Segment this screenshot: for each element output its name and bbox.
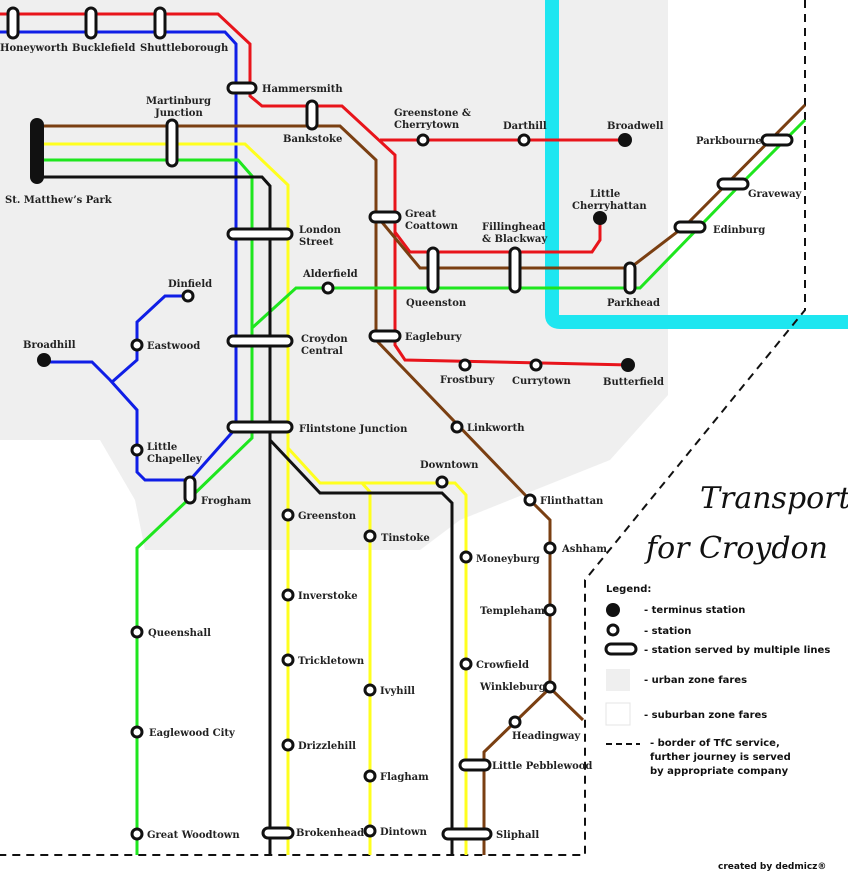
blue-line <box>0 30 238 482</box>
label-bankstoke: Bankstoke <box>283 134 342 145</box>
st-matthews-terminus[interactable] <box>30 118 44 184</box>
label-queenston: Queenston <box>406 298 467 309</box>
label-eaglewood-city: Eaglewood City <box>149 728 236 739</box>
label-tinstoke: Tinstoke <box>381 533 430 544</box>
label-ivyhill: Ivyhill <box>380 686 415 697</box>
legend-urban: - urban zone fares <box>644 675 747 686</box>
label-drizzlehill: Drizzlehill <box>298 741 356 752</box>
legend-multi: - station served by multiple lines <box>644 645 830 656</box>
map-title-line-1: Transport <box>700 481 848 516</box>
service-border <box>0 0 806 856</box>
label-broadwell: Broadwell <box>607 121 664 132</box>
label-st-matthews: St. Matthew’s Park <box>5 195 113 206</box>
river <box>545 0 848 329</box>
label-great-woodtown: Great Woodtown <box>147 830 240 841</box>
label-frogham: Frogham <box>201 496 252 507</box>
legend-multi-icon <box>604 642 638 656</box>
station-markers[interactable] <box>130 133 557 841</box>
legend-station: - station <box>644 626 691 637</box>
little-cherryhattan-terminus[interactable] <box>593 211 607 225</box>
legend-terminus: - terminus station <box>644 605 745 616</box>
label-parkbourne: Parkbourne <box>696 136 762 147</box>
label-little-pebblewood: Little Pebblewood <box>492 761 592 772</box>
map-title-line-2: for Croydon <box>644 531 828 566</box>
label-butterfield: Butterfield <box>603 377 664 388</box>
legend-border-1: - border of TfC service, <box>650 738 780 749</box>
label-hammersmith: Hammersmith <box>262 84 343 95</box>
label-darthill: Darthill <box>503 121 547 132</box>
label-trickletown: Trickletown <box>298 656 365 667</box>
label-edinburg: Edinburg <box>713 225 765 236</box>
label-ashham: Ashham <box>561 544 607 555</box>
legend-suburban-swatch <box>605 702 631 726</box>
black-line <box>37 175 454 855</box>
label-little-chapelley-2: Chapelley <box>147 454 203 465</box>
label-little-cherryhattan-2: Cherryhattan <box>572 201 647 212</box>
legend-urban-swatch <box>606 669 630 691</box>
label-fillinghead-2: & Blackway <box>482 234 548 245</box>
label-croydon-central-1: Croydon <box>301 334 348 345</box>
label-crowfield: Crowfield <box>476 660 529 671</box>
label-winkleburg: Winkleburg <box>479 682 546 693</box>
label-moneyburg: Moneyburg <box>476 554 540 565</box>
label-little-chapelley-1: Little <box>147 442 177 453</box>
label-greenstone-1: Greenstone & <box>394 108 471 119</box>
label-inverstoke: Inverstoke <box>298 591 358 602</box>
legend-terminus-icon <box>606 603 620 617</box>
label-flintstone: Flintstone Junction <box>299 424 408 435</box>
label-honeyworth: Honeyworth <box>0 43 69 54</box>
legend-station-icon <box>606 623 620 637</box>
legend: Legend: - terminus station - station - s… <box>604 584 830 777</box>
label-london-street-2: Street <box>299 237 334 248</box>
legend-border-2: further journey is served <box>650 752 791 763</box>
label-linkworth: Linkworth <box>467 423 525 434</box>
label-eaglebury: Eaglebury <box>405 332 463 343</box>
label-currytown: Currytown <box>512 376 571 387</box>
label-flinthattan: Flinthattan <box>540 496 604 507</box>
label-bucklefield: Bucklefield <box>72 43 135 54</box>
label-eastwood: Eastwood <box>147 341 200 352</box>
label-great-coattown-1: Great <box>405 209 437 220</box>
label-martinburg-1: Martinburg <box>146 96 211 107</box>
butterfield-terminus[interactable] <box>621 358 635 372</box>
broadhill-terminus[interactable] <box>37 353 51 367</box>
label-shuttleborough: Shuttleborough <box>140 43 229 54</box>
label-downtown: Downtown <box>420 460 479 471</box>
green-line <box>37 118 807 855</box>
legend-suburban: - suburban zone fares <box>644 710 767 721</box>
label-little-cherryhattan-1: Little <box>590 189 620 200</box>
label-greenstone-2: Cherrytown <box>394 120 460 131</box>
label-dinfield: Dinfield <box>168 279 212 290</box>
label-greenston: Greenston <box>298 511 357 522</box>
label-parkhead: Parkhead <box>607 298 660 309</box>
interchange-markers[interactable] <box>6 6 794 841</box>
broadwell-terminus[interactable] <box>618 133 632 147</box>
label-templeham: Templeham <box>480 606 545 617</box>
label-great-coattown-2: Coattown <box>405 221 459 232</box>
label-london-street-1: London <box>299 225 342 236</box>
label-sliphall: Sliphall <box>496 830 539 841</box>
label-frostbury: Frostbury <box>440 375 496 386</box>
label-flagham: Flagham <box>380 772 429 783</box>
label-queenshall: Queenshall <box>148 628 211 639</box>
label-headingway: Headingway <box>512 731 581 742</box>
label-alderfield: Alderfield <box>302 269 358 280</box>
label-graveway: Graveway <box>748 189 803 200</box>
label-brokenhead: Brokenhead <box>296 828 364 839</box>
label-dintown: Dintown <box>380 827 428 838</box>
label-martinburg-2: Junction <box>154 108 203 119</box>
legend-border-3: by appropriate company <box>650 766 789 777</box>
label-croydon-central-2: Central <box>301 346 343 357</box>
credit: created by dedmicz® <box>718 862 826 872</box>
label-fillinghead-1: Fillinghead <box>482 222 546 233</box>
legend-heading: Legend: <box>606 584 651 595</box>
label-broadhill: Broadhill <box>23 340 76 351</box>
